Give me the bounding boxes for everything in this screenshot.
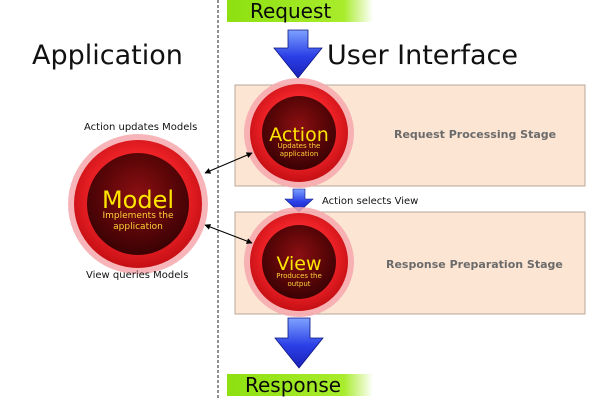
action-subtitle-line2: application	[280, 150, 319, 158]
model-subtitle-line2: application	[113, 222, 163, 232]
request-processing-stage-label: Request Processing Stage	[394, 128, 556, 141]
down-arrow-icon	[284, 188, 314, 213]
view-queries-models-label: View queries Models	[86, 270, 188, 281]
request-label-box	[227, 0, 373, 22]
double-arrow-icon	[204, 224, 253, 244]
down-arrow-icon	[274, 317, 324, 369]
view-title: View	[276, 253, 321, 275]
view-node: View Produces the output	[244, 207, 354, 317]
action-node: Action Updates the application	[244, 78, 354, 188]
response-preparation-stage-label: Response Preparation Stage	[386, 258, 563, 271]
model-title: Model	[102, 186, 174, 214]
application-heading: Application	[32, 40, 183, 71]
action-selects-view-label: Action selects View	[322, 196, 418, 207]
request-label: Request	[250, 0, 331, 23]
action-updates-models-label: Action updates Models	[84, 122, 197, 133]
action-subtitle-line1: Updates the	[278, 142, 321, 150]
view-subtitle-line2: output	[287, 280, 310, 288]
user-interface-heading: User Interface	[327, 40, 518, 71]
action-title: Action	[269, 124, 329, 146]
double-arrow-icon	[204, 152, 253, 174]
down-arrow-icon	[273, 29, 323, 79]
view-subtitle-line1: Produces the	[276, 272, 322, 280]
response-label: Response	[245, 373, 341, 397]
model-node: Model Implements the application	[68, 134, 208, 274]
model-subtitle-line1: Implements the	[102, 211, 173, 221]
response-label-box	[227, 374, 373, 396]
